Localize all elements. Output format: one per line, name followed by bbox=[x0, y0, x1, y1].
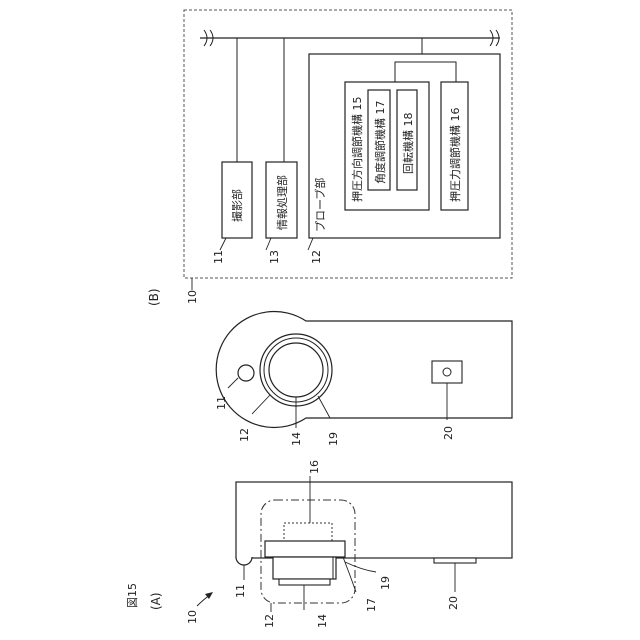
panel-a-ref-camera: 11 bbox=[234, 584, 247, 598]
leader-a-19 bbox=[345, 562, 376, 572]
probe-box-label: プローブ部 bbox=[313, 178, 327, 232]
panel-a: (A) 10 16 11 12 14 17 19 bbox=[149, 460, 512, 628]
figure-label: 図15 bbox=[126, 583, 139, 608]
camera-front bbox=[238, 365, 254, 381]
front-ref-pad: 19 bbox=[327, 432, 340, 446]
panel-a-ref-device: 10 bbox=[186, 610, 199, 624]
panel-a-label: (A) bbox=[149, 592, 163, 610]
panel-b: (B) 10 撮影部 11 情報処理部 13 プローブ部 12 押圧方向調節機構… bbox=[147, 10, 512, 306]
angle-box-label: 角度調節機構 17 bbox=[373, 101, 387, 185]
front-ref-probe: 14 bbox=[290, 432, 303, 446]
probe-tip-side bbox=[279, 579, 330, 585]
front-ref-probe-unit: 12 bbox=[238, 428, 251, 442]
panel-b-label: (B) bbox=[147, 288, 161, 306]
panel-a-ref-pad: 19 bbox=[379, 576, 392, 590]
rotation-box-label: 回転機構 18 bbox=[401, 113, 415, 175]
panel-b-ref-camera: 11 bbox=[212, 250, 225, 264]
panel-a-ref-angle: 17 bbox=[365, 598, 378, 612]
probe-side bbox=[273, 557, 336, 579]
probe-front bbox=[269, 343, 323, 397]
direction-box-label: 押圧方向調節機構 15 bbox=[350, 97, 364, 203]
leader-b-13 bbox=[266, 238, 271, 250]
panel-a-ref-button: 20 bbox=[447, 596, 460, 610]
front-ref-camera: 11 bbox=[215, 396, 228, 410]
panel-b-ref-probe-unit: 12 bbox=[310, 250, 323, 264]
button-dot-front bbox=[443, 368, 451, 376]
panel-b-ref-device: 10 bbox=[186, 290, 199, 304]
leader-b-11 bbox=[220, 238, 226, 250]
camera-bump-side bbox=[236, 557, 252, 565]
force-mech-side bbox=[284, 523, 332, 541]
leader-b-12 bbox=[308, 238, 313, 250]
front-ref-button: 20 bbox=[442, 426, 455, 440]
panel-a-ref-probe: 14 bbox=[316, 614, 329, 628]
panel-b-ref-info: 13 bbox=[268, 250, 281, 264]
panel-a-ref-probe-unit: 12 bbox=[263, 614, 276, 628]
panel-a-ref-force: 16 bbox=[308, 460, 321, 474]
info-box-label: 情報処理部 bbox=[275, 175, 289, 230]
angle-mech-side bbox=[265, 541, 345, 557]
camera-box-label: 撮影部 bbox=[230, 189, 244, 222]
button-side bbox=[434, 558, 476, 563]
force-box-label: 押圧力調節機構 16 bbox=[448, 108, 462, 203]
panel-front: 11 12 14 19 20 bbox=[215, 311, 512, 446]
